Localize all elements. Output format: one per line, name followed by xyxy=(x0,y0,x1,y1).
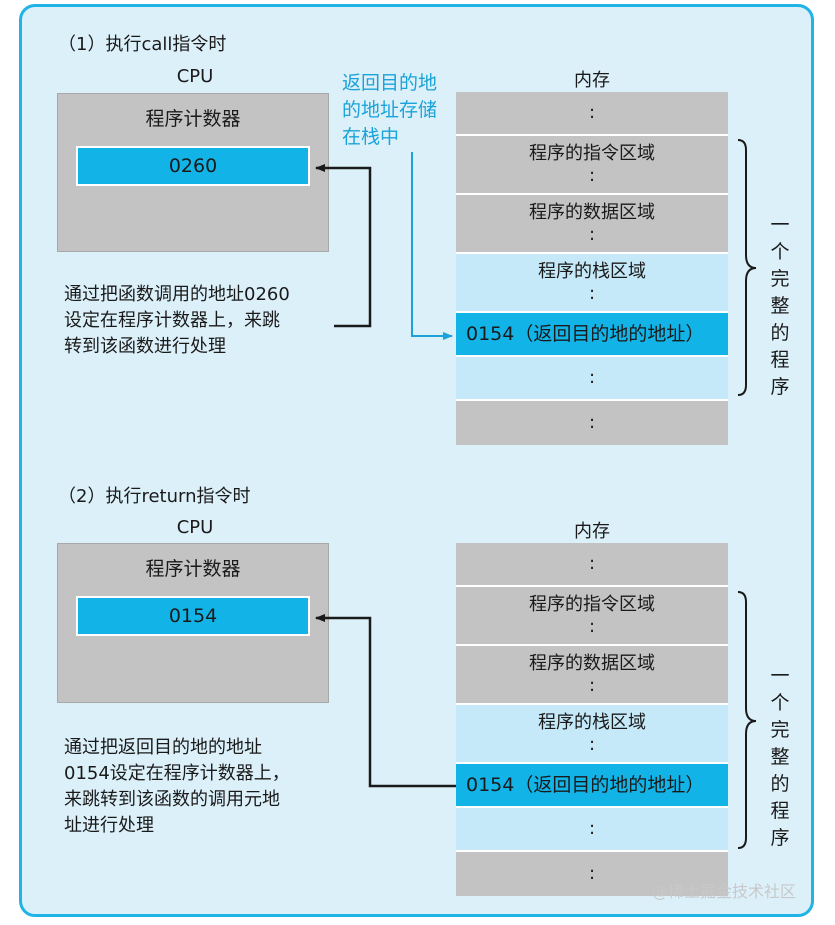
cell-text: : xyxy=(588,102,596,123)
description-line: 转到该函数进行处理 xyxy=(64,336,226,357)
cell-text: : xyxy=(588,223,596,245)
cell-text: : xyxy=(588,367,596,388)
section1-brace-icon xyxy=(737,139,757,396)
callout-line: 返回目的地 xyxy=(342,72,438,94)
watermark: @稀土掘金技术社区 xyxy=(652,882,797,901)
section2-memory-cell: 程序的数据区域 : xyxy=(456,646,728,705)
section1-title: （1）执行call指令时 xyxy=(58,34,227,55)
section2-pc-label: 程序计数器 xyxy=(145,558,241,580)
section2-description: 通过把返回目的地的地址 0154设定在程序计数器上， 来跳转到该函数的调用元地 … xyxy=(64,735,344,839)
section2-memory-heading: 内存 xyxy=(574,521,610,542)
section1-pc-value: 0260 xyxy=(76,146,310,186)
section1-description: 通过把函数调用的地址0260 设定在程序计数器上，来跳 转到该函数进行处理 xyxy=(64,282,344,360)
description-line: 设定在程序计数器上，来跳 xyxy=(64,310,280,331)
section2-return-arrow xyxy=(315,614,456,788)
cell-text: 程序的栈区域 xyxy=(538,711,646,733)
cell-text: 0154（返回目的地的地址） xyxy=(466,323,705,345)
section1-memory-heading: 内存 xyxy=(574,70,610,91)
section1-memory-cell: : xyxy=(456,357,728,401)
section2-memory-cell: : xyxy=(456,852,728,896)
section1-brace-label: 一个完整的程序 xyxy=(770,214,790,398)
section1-memory-cell: : xyxy=(456,401,728,445)
section2-cpu-box: 程序计数器 0154 xyxy=(57,543,329,703)
section1-jump-arrow xyxy=(315,164,372,328)
section1-memory-cell: 程序的栈区域 : xyxy=(456,254,728,313)
description-line: 0154设定在程序计数器上， xyxy=(64,763,290,784)
description-line: 址进行处理 xyxy=(64,815,154,836)
cell-text: : xyxy=(588,863,596,884)
cell-text: : xyxy=(588,818,596,839)
cell-text: : xyxy=(588,412,596,433)
section2-memory-cell: : xyxy=(456,808,728,852)
cell-text: : xyxy=(588,615,596,637)
description-line: 来跳转到该函数的调用元地 xyxy=(64,789,280,810)
callout-line: 的地址存储 xyxy=(342,99,438,121)
cell-text: : xyxy=(588,674,596,696)
cell-text: 程序的指令区域 xyxy=(529,593,655,615)
cell-text: : xyxy=(588,164,596,186)
cell-text: : xyxy=(588,553,596,574)
cell-text: 程序的栈区域 xyxy=(538,260,646,282)
cell-text: : xyxy=(588,733,596,755)
section2-cpu-heading: CPU xyxy=(176,517,214,538)
section2-memory-cell: 程序的指令区域 : xyxy=(456,587,728,646)
cell-text: 0154（返回目的地的地址） xyxy=(466,774,705,796)
cell-text: 程序的数据区域 xyxy=(529,652,655,674)
section1-memory-cell-return-address: 0154（返回目的地的地址） xyxy=(456,313,728,357)
cell-text: 程序的数据区域 xyxy=(529,201,655,223)
section2-memory-cell-return-address: 0154（返回目的地的地址） xyxy=(456,764,728,808)
section2-memory-cell: : xyxy=(456,543,728,587)
section1-memory-cell: 程序的指令区域 : xyxy=(456,136,728,195)
section2-brace-label: 一个完整的程序 xyxy=(770,665,790,849)
cell-text: 程序的指令区域 xyxy=(529,142,655,164)
section1-memory-cell: 程序的数据区域 : xyxy=(456,195,728,254)
section1-callout: 返回目的地 的地址存储 在栈中 xyxy=(342,70,452,151)
section2-pc-value: 0154 xyxy=(76,596,310,636)
section1-callout-arrow xyxy=(411,152,453,340)
callout-line: 在栈中 xyxy=(342,126,400,148)
description-line: 通过把函数调用的地址0260 xyxy=(64,284,290,305)
section2-brace-icon xyxy=(737,591,757,849)
section2-memory-cell: 程序的栈区域 : xyxy=(456,705,728,764)
section1-cpu-box: 程序计数器 0260 xyxy=(57,93,329,252)
section1-cpu-heading: CPU xyxy=(176,66,214,87)
description-line: 通过把返回目的地的地址 xyxy=(64,737,262,758)
section1-memory-cell: : xyxy=(456,92,728,136)
section2-title: （2）执行return指令时 xyxy=(58,486,251,507)
cell-text: : xyxy=(588,282,596,304)
section1-pc-label: 程序计数器 xyxy=(145,108,241,130)
